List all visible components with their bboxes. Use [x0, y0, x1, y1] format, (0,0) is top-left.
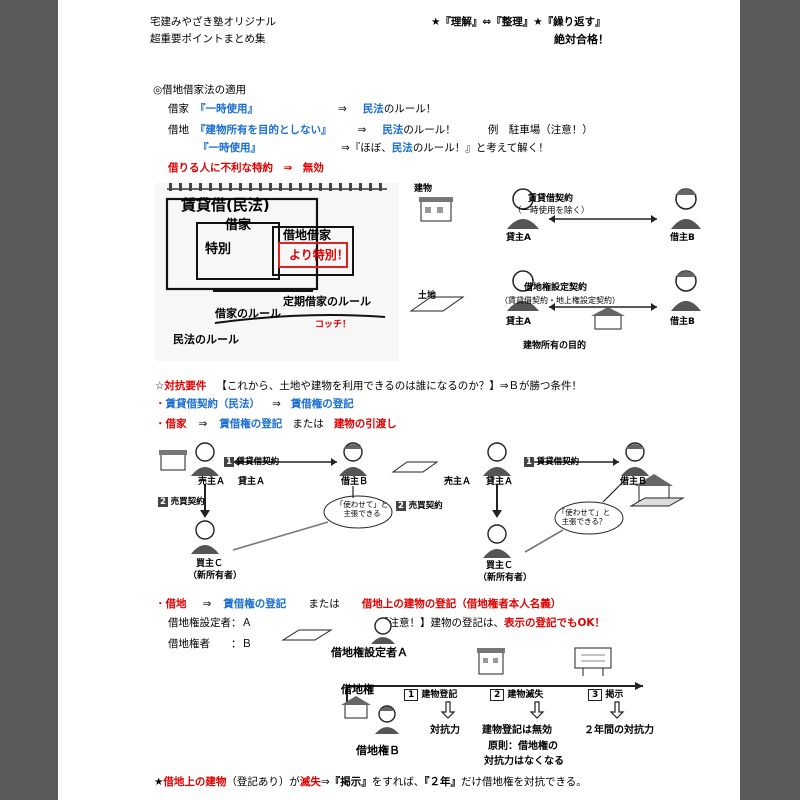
buyer-c-icon-2: [483, 524, 511, 558]
seller-a-icon-2: [483, 442, 511, 476]
lessor-a-icon: [507, 188, 539, 229]
step1-label: 1 建物登記: [404, 689, 457, 702]
s3-grantor: 借地権設定者：Ａ: [168, 617, 252, 629]
result3: ２年間の対抗力: [584, 725, 654, 736]
lessee-label-right: 借主Ｂ: [620, 477, 648, 487]
buyer-label-right: 買主Ｃ: [486, 561, 514, 571]
seller-label-left: 売主Ａ: [198, 477, 226, 487]
seller-label-right: 売主Ａ: [444, 477, 472, 487]
note-shakuya: 借家: [225, 218, 252, 233]
note-minpo: 民法のルール: [173, 333, 239, 346]
grantor-a-icon: [371, 617, 395, 644]
result2-line3: 対抗力はなくなる: [484, 756, 564, 767]
bubble-right: 「使わせて」と主張できる？: [557, 508, 611, 526]
lessor-label-left: 貸主Ａ: [238, 477, 266, 487]
section2-title: ☆対抗要件【これから、土地や建物を利用できるのは誰になるのか？】⇒Ｂが勝つ条件！: [155, 380, 583, 392]
step2-sale-right: 2 売買契約: [396, 501, 443, 511]
bubble-left: 「使わせて」と主張できる: [335, 500, 389, 518]
note-kocchi: コッチ！: [315, 320, 352, 330]
contract2-label: 借地権設定契約: [524, 283, 588, 293]
lessee-b-icon-3: [621, 442, 649, 476]
result1: 対抗力: [430, 725, 460, 736]
land-icon-2: [391, 461, 439, 473]
result2: 建物登記は無効: [482, 725, 552, 736]
holder-b-icon: [375, 705, 399, 734]
land-icon-3: [281, 629, 333, 641]
lessee-label-2: 借主B: [670, 317, 695, 327]
lessor-label-1: 貸主A: [506, 233, 531, 243]
note-teiki: 定期借家のルール: [283, 295, 371, 308]
note-shakuya-rule: 借家のルール: [215, 307, 281, 320]
lessor-label-right: 貸主Ａ: [486, 477, 514, 487]
house-icon-3: [341, 696, 371, 719]
contract-label: 賃貸借契約: [528, 194, 574, 204]
building-icon: [419, 197, 453, 222]
school-name: 宅建みやざき塾オリジナル: [150, 16, 276, 28]
section1-title: ◎借地借家法の適用: [153, 84, 247, 96]
lessee-label-left: 借主Ｂ: [341, 477, 369, 487]
lessee-b-icon: [671, 188, 701, 229]
s1-row3: 『一時使用』⇒『ほぼ、民法のルール！』と考えて解く！: [198, 142, 549, 154]
s1-row2: 借地『建物所有を目的としない』⇒民法のルール！例 駐車場（注意！）: [168, 124, 593, 136]
timeline-diagram: [281, 617, 643, 734]
seller-a-icon: [191, 442, 219, 476]
shop-building-icon: [159, 450, 187, 471]
notebook-photo: 賃貸借(民法) 借家 特別 借地借家 より特別！ 定期借家のルール 借家のルール…: [155, 183, 399, 361]
step3-label: 3 掲示: [588, 689, 623, 702]
right-label: 借地権: [341, 683, 374, 696]
house-icon-2: [629, 474, 685, 507]
buyer-c-icon: [191, 520, 219, 554]
s2-line1: ・賃貸借契約（民法）⇒賃借権の登記: [155, 398, 354, 410]
contract-note: （一時使用を除く）: [513, 206, 590, 216]
s1-row1: 借家『一時使用』⇒民法のルール！: [168, 103, 437, 115]
owner-label-right: （新所有者）: [478, 573, 533, 583]
note-shakuchi: 借地借家: [283, 228, 332, 242]
contract-diagram: [409, 188, 701, 330]
subtitle: 超重要ポイントまとめ集: [150, 33, 266, 45]
owner-label-left: （新所有者）: [188, 571, 243, 581]
land-label: 土地: [418, 291, 437, 301]
result2-line2: 原則：借地権の: [488, 741, 558, 752]
pass-slogan: 絶対合格！: [554, 33, 609, 46]
motto: ★『理解』⇔『整理』★『繰り返す』: [431, 16, 606, 28]
grantor-label: 借地権設定者Ａ: [331, 646, 408, 659]
lessee-b-icon-2: [339, 442, 367, 476]
land-icon: [409, 296, 465, 312]
buyer-label-left: 買主Ｃ: [196, 559, 224, 569]
document-page: 宅建みやざき塾オリジナル 超重要ポイントまとめ集 ★『理解』⇔『整理』★『繰り返…: [58, 0, 740, 800]
opposition-diagram-right: [391, 442, 685, 558]
holder-label: 借地権Ｂ: [356, 744, 400, 757]
sign-board-icon: [574, 647, 612, 676]
note-chintaishaku: 賃貸借(民法): [181, 196, 270, 214]
footer-note: ★借地上の建物（登記あり）が滅失⇒『掲示』をすれば、『２年』だけ借地権を対抗でき…: [154, 776, 587, 788]
lessor-label-2: 貸主A: [506, 317, 531, 327]
s3-holder: 借地権者 ：Ｂ: [168, 638, 252, 650]
notebook-drawing: [155, 183, 399, 361]
lessee-b2-icon: [671, 270, 701, 311]
opposition-diagram-left: [159, 442, 393, 554]
building-label: 建物: [414, 184, 433, 194]
step1-contract-right: 1 賃貸借契約: [524, 457, 580, 467]
house-icon: [591, 307, 625, 330]
lessee-label-1: 借主B: [670, 233, 695, 243]
contract2-note: （賃貸借契約・地上権設定契約）: [500, 296, 620, 305]
s3-line1: ・借地⇒賃借権の登記または借地上の建物の登記（借地権者本人名義）: [155, 598, 562, 610]
note-yoritokubetsu: より特別！: [289, 248, 349, 262]
step2-label: 2 建物滅失: [490, 689, 543, 702]
step2-sale-left: 2 売買契約: [158, 497, 205, 507]
apartment-icon: [477, 648, 505, 675]
s3-note: 【注意！】建物の登記は、表示の登記でもOK！: [378, 617, 606, 629]
step1-contract-left: 1 賃貸借契約: [224, 457, 280, 467]
lessor-a2-icon: [507, 270, 539, 311]
note-tokubetsu: 特別: [205, 242, 232, 257]
purpose-label: 建物所有の目的: [523, 341, 587, 351]
s2-line2: ・借家⇒賃借権の登記または建物の引渡し: [155, 418, 397, 430]
s1-row4: 借りる人に不利な特約 ⇒ 無効: [168, 162, 324, 174]
